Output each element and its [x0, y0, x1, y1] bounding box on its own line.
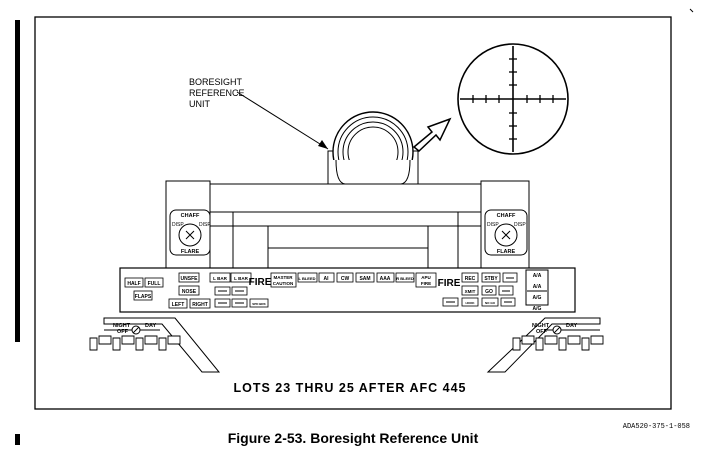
apu-fire-line-2: FIRE — [421, 281, 431, 286]
left-flare-label: FLARE — [181, 249, 200, 255]
left-dispenser: CHAFF FLARE DISP DISP — [169, 209, 211, 256]
boresight-unit — [327, 111, 419, 193]
left-disp-label-b: DISP — [199, 222, 211, 228]
master-caution-line-2: CAUTION — [273, 281, 294, 286]
left-disp-label-a: DISP — [172, 222, 184, 228]
document-reference: ADA520-375-1-058 — [622, 423, 690, 431]
fire-light-right: FIRE — [438, 278, 461, 289]
aa-label-mid: A/A — [533, 284, 542, 290]
callout-arrowhead — [318, 140, 328, 149]
reticle-view — [457, 43, 569, 155]
spd-brk-light: SPD BRK — [252, 302, 266, 306]
full-light: FULL — [148, 281, 161, 287]
right-light-strip: NIGHT OFF DAY — [486, 317, 604, 373]
callout-line-2: REFERENCE — [189, 88, 245, 98]
right-dispenser: CHAFF FLARE DISP DISP — [484, 209, 528, 256]
callout-line-1: BORESIGHT — [189, 77, 243, 87]
figure-caption: Figure 2-53. Boresight Reference Unit — [227, 430, 479, 446]
right-chaff-label: CHAFF — [497, 213, 516, 219]
ag-label-mid: A/G — [533, 295, 542, 301]
right-disp-label-b: DISP — [514, 222, 526, 228]
view-arrow — [412, 117, 452, 152]
left-light-strip: NIGHT OFF DAY — [89, 317, 221, 373]
left-off-label: OFF — [117, 329, 129, 335]
nose-light: NOSE — [182, 289, 197, 295]
right-light: RIGHT — [192, 302, 208, 308]
glareshield — [165, 180, 530, 272]
left-day-label: DAY — [145, 323, 156, 329]
rec-light: REC — [465, 276, 476, 282]
callout-line-3: UNIT — [189, 99, 210, 109]
aa-label-top: A/A — [533, 273, 542, 279]
right-day-label: DAY — [566, 323, 577, 329]
corner-mark — [689, 8, 694, 13]
l-bleed-light: L BLEED — [298, 276, 315, 281]
l-bar-light-1: L BAR — [213, 276, 227, 281]
ai-light: AI — [324, 276, 330, 282]
fire-light-left: FIRE — [249, 277, 272, 288]
reticle-ticks — [472, 58, 554, 140]
left-light: LEFT — [172, 302, 185, 308]
callout-leader — [236, 91, 329, 150]
r-bleed-light: R BLEED — [396, 276, 414, 281]
annunciator-panel: HALF FULL FLAPS UNSFE NOSE LEFT RIGHT L … — [119, 267, 576, 313]
half-light: HALF — [127, 281, 140, 287]
figure-frame — [34, 16, 672, 410]
revision-bar — [15, 20, 20, 342]
right-flare-label: FLARE — [497, 249, 516, 255]
cw-light: CW — [341, 276, 350, 282]
apu-fire-line-1: APU — [421, 275, 431, 280]
flaps-light: FLAPS — [135, 294, 152, 300]
ag-label-bottom: A/G — [533, 306, 542, 312]
left-chaff-label: CHAFF — [181, 213, 200, 219]
unsafe-light: UNSFE — [181, 276, 199, 282]
go-light: GO — [485, 289, 493, 295]
aaa-light: AAA — [380, 276, 391, 282]
revision-bar-small — [15, 434, 20, 445]
right-off-label: OFF — [536, 329, 548, 335]
nogo-light: NO GO — [485, 301, 496, 305]
stby-light: STBY — [484, 276, 498, 282]
lots-label: LOTS 23 THRU 25 AFTER AFC 445 — [234, 381, 467, 395]
right-night-label: NIGHT — [532, 323, 550, 329]
boresight-callout: BORESIGHT REFERENCE UNIT — [189, 77, 329, 150]
right-disp-label-a: DISP — [487, 222, 499, 228]
sam-light: SAM — [359, 276, 370, 282]
hook-light: HOOK — [466, 301, 476, 305]
master-caution-line-1: MASTER — [274, 275, 294, 280]
left-night-label: NIGHT — [113, 323, 131, 329]
l-bar-light-2: L BAR — [234, 276, 248, 281]
xmit-light: XMIT — [465, 289, 476, 294]
